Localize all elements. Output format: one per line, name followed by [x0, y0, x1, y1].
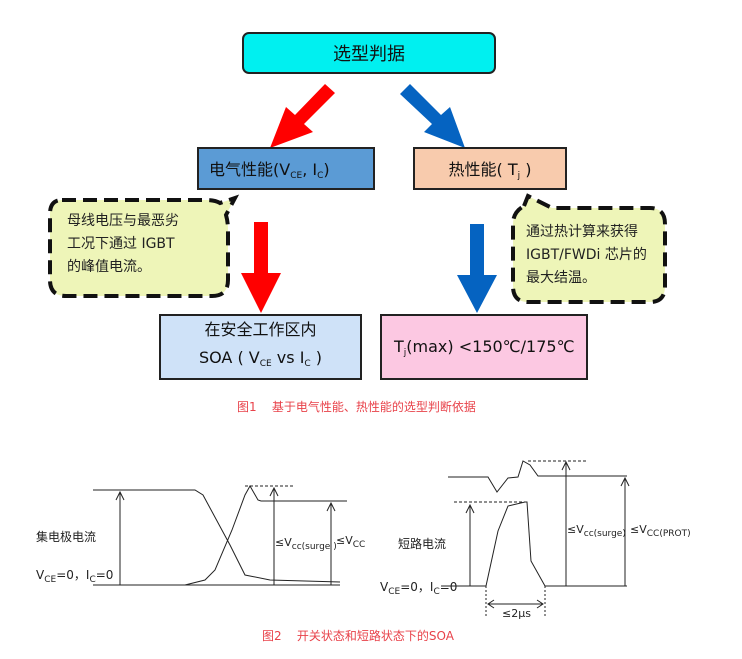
collector-current-label: 集电极电流: [36, 530, 97, 544]
right-vcc-surge-label: ≤Vcc(surge): [567, 523, 626, 539]
callout-right-bubble: [511, 193, 667, 304]
arrow-red-diagonal: [270, 84, 335, 148]
soa-box: 在安全工作区内 SOA ( VCE vs IC ): [159, 314, 362, 380]
callout-right-text: 通过热计算来获得 IGBT/FWDi 芯片的 最大结温。: [526, 224, 647, 286]
soa-line2: SOA ( VCE vs IC ): [198, 348, 323, 369]
right-zero-condition-label: VCE=0，IC=0: [380, 580, 458, 597]
electrical-label: 电气性能(VCE, IC): [209, 160, 330, 181]
switching-waveform: [93, 484, 347, 586]
left-vcc-surge-label: ≤Vcc(surge ): [275, 536, 337, 552]
duration-label: ≤2μs: [502, 607, 531, 620]
electrical-performance-box: 电气性能(VCE, IC): [197, 147, 375, 190]
selection-criteria-root-box: 选型判据: [242, 32, 496, 74]
collector-current-curve: [93, 489, 341, 583]
left-zero-condition-label: VCE=0，IC=0: [36, 568, 114, 585]
short-circuit-current-curve: [485, 501, 546, 587]
left-vcc-label: ≤VCC: [336, 534, 366, 550]
voltage-curve: [448, 460, 627, 493]
arrow-red-down: [241, 222, 281, 313]
arrow-blue-down: [457, 224, 497, 313]
figure1-caption: 图1 基于电气性能、热性能的选型判断依据: [237, 400, 476, 414]
thermal-performance-box: 热性能( Tj ): [413, 147, 567, 190]
thermal-label: 热性能( Tj ): [448, 160, 532, 181]
arrow-blue-diagonal: [400, 84, 465, 148]
root-label: 选型判据: [333, 44, 405, 65]
figure2-caption: 图2 开关状态和短路状态下的SOA: [262, 629, 454, 643]
short-circuit-waveform: [448, 460, 630, 616]
callout-left-text: 母线电压与最恶劣 工况下通过 IGBT 的峰值电流。: [67, 213, 179, 275]
soa-line1: 在安全工作区内: [204, 320, 317, 339]
junction-temperature-box: Tj(max) <150℃/175℃: [380, 314, 588, 380]
collector-voltage-curve: [184, 484, 347, 586]
short-circuit-current-label: 短路电流: [398, 537, 447, 551]
callout-left-bubble: [48, 194, 240, 298]
tj-label: Tj(max) <150℃/175℃: [394, 336, 575, 358]
right-vcc-prot-label: ≤VCC(PROT): [630, 523, 691, 539]
